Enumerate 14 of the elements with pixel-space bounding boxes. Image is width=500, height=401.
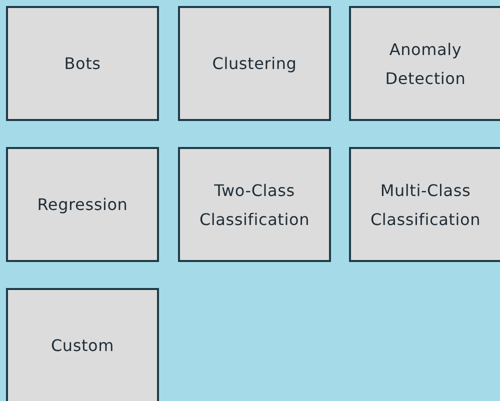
category-label: Clustering <box>212 53 297 75</box>
category-label: Custom <box>50 335 114 357</box>
category-label: Multi-Class Classification <box>369 180 482 230</box>
category-label: Two-Class Classification <box>198 180 311 230</box>
category-label: Regression <box>37 194 128 216</box>
category-label: Anomaly Detection <box>384 38 467 90</box>
category-box <box>6 147 159 262</box>
category-box <box>349 147 500 262</box>
category-label: Bots <box>64 53 101 75</box>
category-box <box>178 6 331 121</box>
category-box <box>6 6 159 121</box>
category-box <box>6 288 159 401</box>
category-box <box>178 147 331 262</box>
category-box <box>349 6 500 121</box>
